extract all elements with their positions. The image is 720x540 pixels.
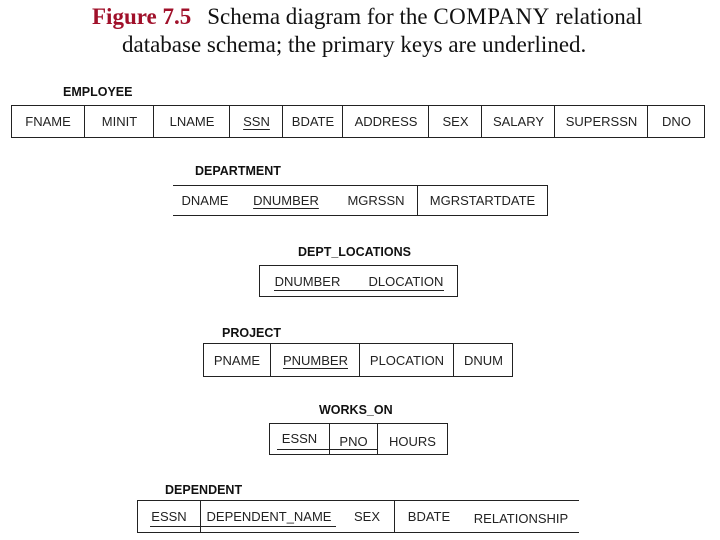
works-on-relation: ESSN PNO HOURS [269,423,448,455]
works-on-key-underline [277,449,377,450]
caption-text-before: Schema diagram for the [207,4,428,29]
works-on-attr-hours: HOURS [377,424,447,454]
project-title: PROJECT [222,326,282,340]
employee-attr-superssn: SUPERSSN [554,106,648,137]
project-key-pnumber: PNUMBER [282,352,348,368]
department-title: DEPARTMENT [195,164,281,178]
dept-locations-title: DEPT_LOCATIONS [298,245,411,259]
employee-attr-ssn: SSN [229,106,283,137]
dependent-attr-dependent-name: DEPENDENT_NAME [200,501,337,532]
project-attr-pnumber: PNUMBER [270,344,360,376]
employee-attr-dno: DNO [647,106,705,137]
caption-company: COMPANY [433,4,550,29]
project-attr-dnum: DNUM [453,344,513,376]
employee-attr-sex: SEX [428,106,482,137]
dependent-attr-sex: SEX [353,509,380,524]
department-key-dnumber: DNUMBER [253,193,319,208]
employee-attr-address: ADDRESS [342,106,429,137]
dept-locations-relation: DNUMBER DLOCATION [259,265,458,297]
employee-attr-salary: SALARY [481,106,555,137]
works-on-attr-essn: ESSN [281,431,318,446]
department-relation: DNAME DNUMBER MGRSSN MGRSTARTDATE [173,185,548,216]
dept-locations-attr-dnumber: DNUMBER [274,273,341,289]
employee-attr-bdate: BDATE [282,106,343,137]
project-attr-pname: PNAME [213,352,261,368]
employee-relation: FNAME MINIT LNAME SSN BDATE ADDRESS SEX … [11,105,705,138]
department-attr-mgrssn: MGRSSN [347,193,405,208]
department-attr-dname: DNAME [181,193,229,208]
department-attr-dnumber: DNUMBER [237,186,335,215]
employee-attr-lname: LNAME [153,106,230,137]
figure-label: Figure 7.5 [92,4,192,29]
dept-locations-key-underline [274,290,444,291]
employee-key-ssn: SSN [243,114,270,129]
caption-text-after: relational [555,4,643,29]
dependent-attr-essn: ESSN [151,509,187,524]
works-on-attr-pno: PNO [329,424,377,454]
department-attr-mgrstartdate: MGRSTARTDATE [417,186,547,215]
employee-attr-fname: FNAME [25,114,71,129]
dependent-title: DEPENDENT [165,483,243,497]
dependent-key-underline [150,526,336,527]
employee-title: EMPLOYEE [63,85,133,99]
dependent-attr-bdate: BDATE [394,501,463,532]
caption-line-2: database schema; the primary keys are un… [122,32,587,57]
dependent-relation: ESSN DEPENDENT_NAME SEX BDATE RELATIONSH… [137,500,579,533]
works-on-title: WORKS_ON [319,403,393,417]
employee-attr-minit: MINIT [84,106,154,137]
project-relation: PNAME PNUMBER PLOCATION DNUM [203,343,513,377]
project-attr-plocation: PLOCATION [359,344,454,376]
dependent-attr-relationship: RELATIONSHIP [473,511,569,526]
caption-line-1: Figure 7.5 Schema diagram for the COMPANY… [92,2,642,32]
dept-locations-attr-dlocation: DLOCATION [368,273,444,289]
